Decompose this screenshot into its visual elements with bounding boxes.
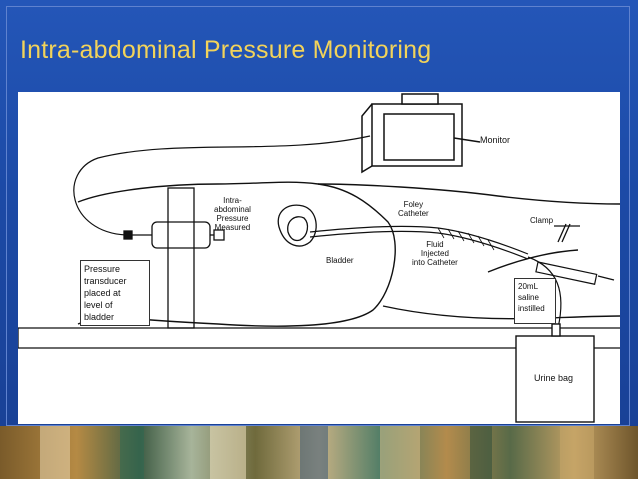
- monitor-label: Monitor: [480, 135, 511, 145]
- monitor-device: [361, 93, 481, 174]
- diagram-panel: Monitor Intra- abdominal Pressure Measur…: [18, 92, 620, 424]
- urine-bag-label: Urine bag: [534, 373, 574, 383]
- monitor-cable: [73, 135, 371, 236]
- bladder: [277, 204, 317, 247]
- iap-label: Intra- abdominal Pressure Measured: [214, 196, 251, 232]
- footer-photo-strip: [0, 426, 638, 479]
- fluid-injected-label: Fluid Injected into Catheter: [412, 240, 458, 267]
- urine-bag: [515, 323, 595, 423]
- syringe: [535, 261, 615, 285]
- slide-frame: [6, 6, 630, 426]
- foley-catheter: [309, 225, 529, 260]
- drainage-tube: [527, 256, 562, 329]
- iap-diagram: [18, 93, 620, 423]
- pressure-transducer-callout: Pressure transducer placed at level of b…: [80, 260, 150, 326]
- transducer-pole: [123, 187, 225, 329]
- clamp: [554, 223, 580, 243]
- clamp-label: Clamp: [530, 216, 554, 225]
- foley-catheter-label: Foley Catheter: [398, 200, 429, 218]
- slide-title: Intra-abdominal Pressure Monitoring: [20, 36, 432, 64]
- saline-callout: 20mL saline instilled: [514, 278, 556, 324]
- bladder-label: Bladder: [326, 256, 354, 265]
